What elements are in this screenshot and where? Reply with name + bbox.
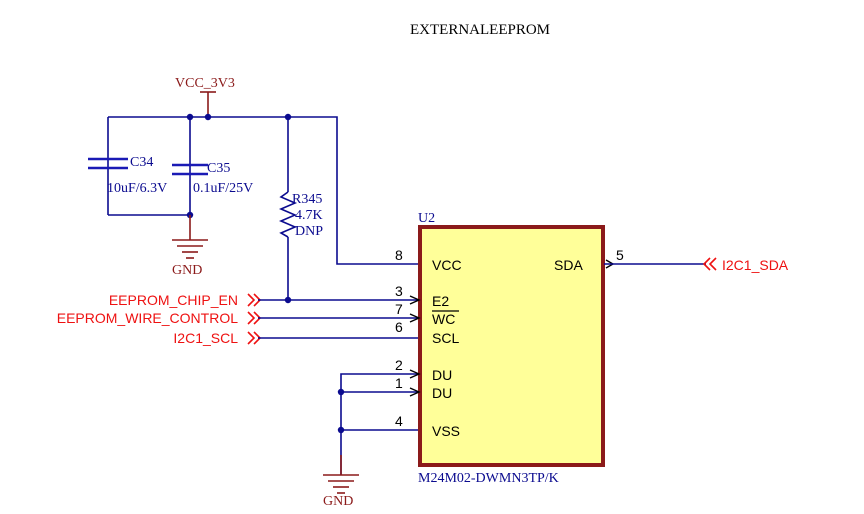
net-label-sda: I2C1_SDA — [722, 257, 789, 273]
junction-vcc-port — [204, 113, 212, 121]
pin-5-number: 5 — [616, 247, 624, 263]
pin-7-arrow — [409, 313, 421, 323]
r345-zigzag — [278, 191, 298, 238]
pin-3-arrow — [409, 295, 421, 305]
pin-7-number: 7 — [395, 301, 403, 317]
net-sda[interactable]: I2C1_SDA — [604, 257, 789, 273]
ic-u2-ref: U2 — [418, 211, 435, 226]
sheet-title: EXTERNALEEPROM — [410, 22, 550, 38]
pin-3-number: 3 — [395, 283, 403, 299]
ic-u2-part: M24M02-DWMN3TP/K — [418, 471, 559, 486]
vcc-power-port: VCC_3V3 — [175, 76, 235, 117]
wire-control-arrow-1 — [247, 311, 256, 325]
cap-ground-net: GND — [108, 211, 208, 278]
pin-8-number: 8 — [395, 247, 403, 263]
pin-du1-name: DU — [432, 385, 452, 401]
pin-sda-name: SDA — [554, 257, 583, 273]
net-chip-en[interactable]: EEPROM_CHIP_EN — [109, 292, 420, 308]
ic-u2-body — [418, 225, 605, 467]
pin-vss-name: VSS — [432, 423, 460, 439]
junction-vss — [337, 426, 345, 434]
sda-arrow-2 — [708, 257, 717, 271]
du-vss-spine — [340, 373, 420, 475]
r345-note: DNP — [295, 224, 323, 239]
c35-value: 0.1uF/25V — [193, 181, 253, 196]
resistor-r345: R345 4.7K DNP — [278, 117, 323, 300]
gnd-label-bottom: GND — [323, 494, 353, 509]
pin-1-arrow — [409, 387, 421, 397]
capacitor-c35: C35 0.1uF/25V — [172, 117, 253, 215]
sda-arrow-1 — [702, 257, 711, 271]
pin-4-number: 4 — [395, 413, 403, 429]
ic-u2[interactable]: U2 M24M02-DWMN3TP/K 8 3 7 6 2 1 4 5 VCC … — [395, 211, 624, 486]
pin-e2-name: E2 — [432, 293, 449, 309]
pin-scl-name: SCL — [432, 330, 459, 346]
chip-en-arrow-1 — [247, 293, 256, 307]
title-highlight — [566, 17, 646, 37]
junction-du — [337, 388, 345, 396]
r345-ref: R345 — [292, 192, 322, 207]
vcc-rail-wire — [108, 116, 420, 265]
pin-vcc-name: VCC — [432, 257, 462, 273]
net-label-chip-en: EEPROM_CHIP_EN — [109, 292, 238, 308]
du-vss-net: GND — [323, 373, 420, 509]
pin-wc-name: WC — [432, 311, 455, 327]
net-label-wire-control: EEPROM_WIRE_CONTROL — [57, 310, 238, 326]
pin-1-number: 1 — [395, 375, 403, 391]
net-wire-control[interactable]: EEPROM_WIRE_CONTROL — [57, 310, 420, 326]
pin-2-arrow — [409, 369, 421, 379]
pin-6-number: 6 — [395, 319, 403, 335]
capacitor-c34: C34 10uF/6.3V — [88, 117, 167, 215]
junction-r345-bottom — [284, 296, 292, 304]
c35-ref: C35 — [207, 161, 230, 176]
pin-2-number: 2 — [395, 357, 403, 373]
r345-value: 4.7K — [295, 208, 323, 223]
gnd-label-top: GND — [172, 263, 202, 278]
pin-du2-name: DU — [432, 367, 452, 383]
net-scl[interactable]: I2C1_SCL — [173, 330, 420, 346]
net-label-scl: I2C1_SCL — [173, 330, 238, 346]
c34-value: 10uF/6.3V — [107, 181, 167, 196]
scl-arrow-1 — [247, 331, 256, 345]
c34-ref: C34 — [130, 155, 153, 170]
vcc-label: VCC_3V3 — [175, 76, 235, 91]
